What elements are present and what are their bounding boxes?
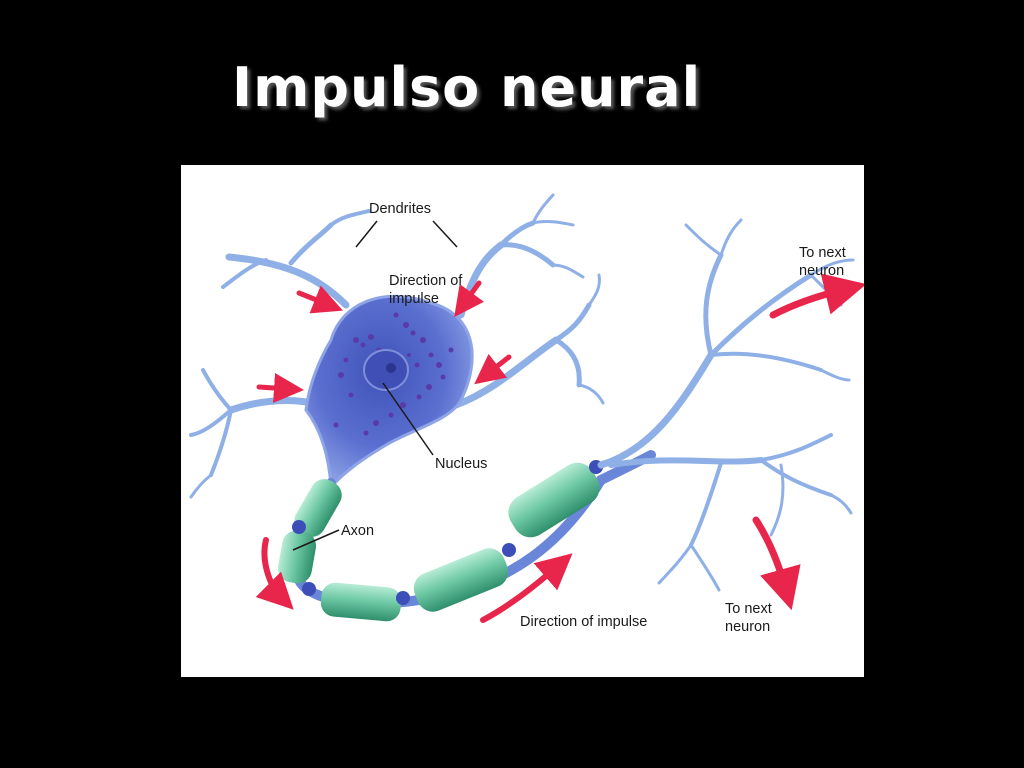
label-to-next-top-line2: neuron [799, 263, 844, 279]
nucleus [363, 349, 409, 391]
nissl-granules [333, 312, 454, 436]
label-nucleus: Nucleus [435, 456, 487, 472]
neuron-diagram: Dendrites Direction of impulse To next n… [181, 165, 864, 677]
axon-terminal-branches [597, 218, 855, 592]
label-to-next-top-line1: To next [799, 245, 846, 261]
label-to-next-bottom-line1: To next [725, 601, 772, 617]
label-axon: Axon [341, 523, 374, 539]
nucleolus [386, 363, 396, 373]
myelin-sheath [277, 462, 600, 622]
label-direction-top-line1: Direction of [389, 273, 463, 289]
label-dendrites: Dendrites [369, 201, 431, 217]
label-to-next-bottom-line2: neuron [725, 619, 770, 635]
impulse-arrows [255, 273, 864, 623]
slide-title: Impulso neural [232, 56, 702, 119]
dendrites [189, 193, 605, 499]
label-direction-bottom: Direction of impulse [520, 614, 647, 630]
neuron-illustration: Dendrites Direction of impulse To next n… [189, 193, 864, 635]
label-direction-top-line2: impulse [389, 291, 439, 307]
leader-lines [292, 220, 458, 551]
